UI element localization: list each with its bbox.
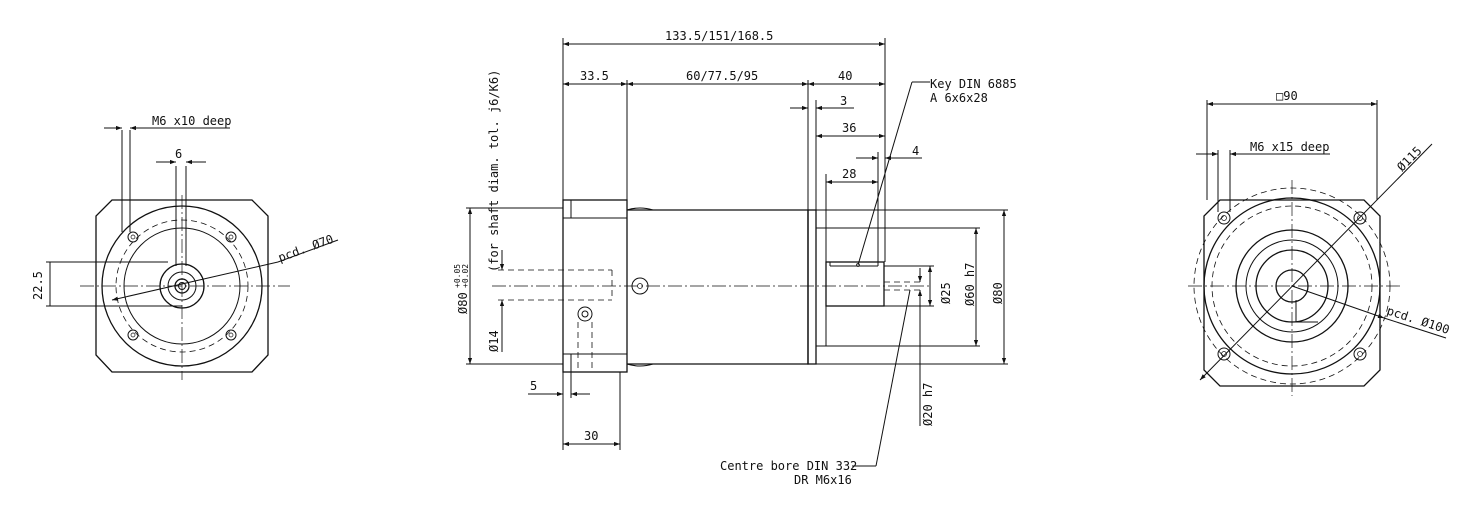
output-shaft — [825, 261, 885, 307]
right-square-label: □90 — [1276, 89, 1298, 103]
flange-length-dim: 33.5 — [580, 69, 609, 83]
left-height-dim: 22.5 — [31, 271, 45, 300]
centre-bore-line2: DR M6x16 — [794, 473, 852, 487]
left-end-view: M6 x10 deep 6 22.5 pcd. Ø70 — [31, 114, 339, 380]
dim-4: 4 — [912, 144, 919, 158]
clamp-screw — [577, 306, 593, 322]
input-tol-upper: +0.05 — [453, 264, 462, 288]
centre-bore-line1: Centre bore DIN 332 — [720, 459, 857, 473]
input-flange — [562, 199, 628, 373]
shaft-length-dim: 40 — [838, 69, 852, 83]
body-length-dim: 60/77.5/95 — [686, 69, 758, 83]
side-view: 133.5/151/168.5 33.5 60/77.5/95 40 3 36 … — [453, 29, 1017, 487]
flange-diameter: Ø80 — [991, 282, 1005, 304]
dim-36: 36 — [842, 121, 856, 135]
left-thread-label: M6 x10 deep — [152, 114, 231, 128]
right-thread-label: M6 x15 deep — [1250, 140, 1329, 154]
key-note-line2: A 6x6x28 — [930, 91, 988, 105]
bore-diameter: Ø14 — [487, 330, 501, 352]
right-dia-115: Ø115 — [1394, 144, 1424, 174]
left-bolt-holes — [127, 231, 237, 341]
right-end-view: □90 M6 x15 deep Ø115 pcd. Ø100 — [1188, 89, 1451, 396]
left-pcd-label: pcd. Ø70 — [276, 232, 335, 265]
dim-5: 5 — [530, 379, 537, 393]
dim-3: 3 — [840, 94, 847, 108]
gearbox-body — [627, 209, 809, 365]
spigot-diameter: Ø60 h7 — [963, 263, 977, 306]
shaft-diameter: Ø25 — [939, 282, 953, 304]
shaft-tol-note: (for shaft diam. tol. j6/K6) — [487, 70, 501, 272]
shaft-diameter-2: Ø20 h7 — [921, 383, 935, 426]
dim-30: 30 — [584, 429, 598, 443]
right-flange-outline — [1203, 199, 1381, 387]
key-note-line1: Key DIN 6885 — [930, 77, 1017, 91]
output-flange — [807, 209, 817, 365]
right-bolt-holes — [1217, 211, 1367, 361]
left-key-width: 6 — [175, 147, 182, 161]
dim-28: 28 — [842, 167, 856, 181]
right-pcd-label: pcd. Ø100 — [1385, 304, 1451, 337]
input-diameter: Ø80 — [456, 292, 470, 314]
total-length-dim: 133.5/151/168.5 — [665, 29, 773, 43]
input-tol-lower: +0.02 — [461, 264, 470, 288]
